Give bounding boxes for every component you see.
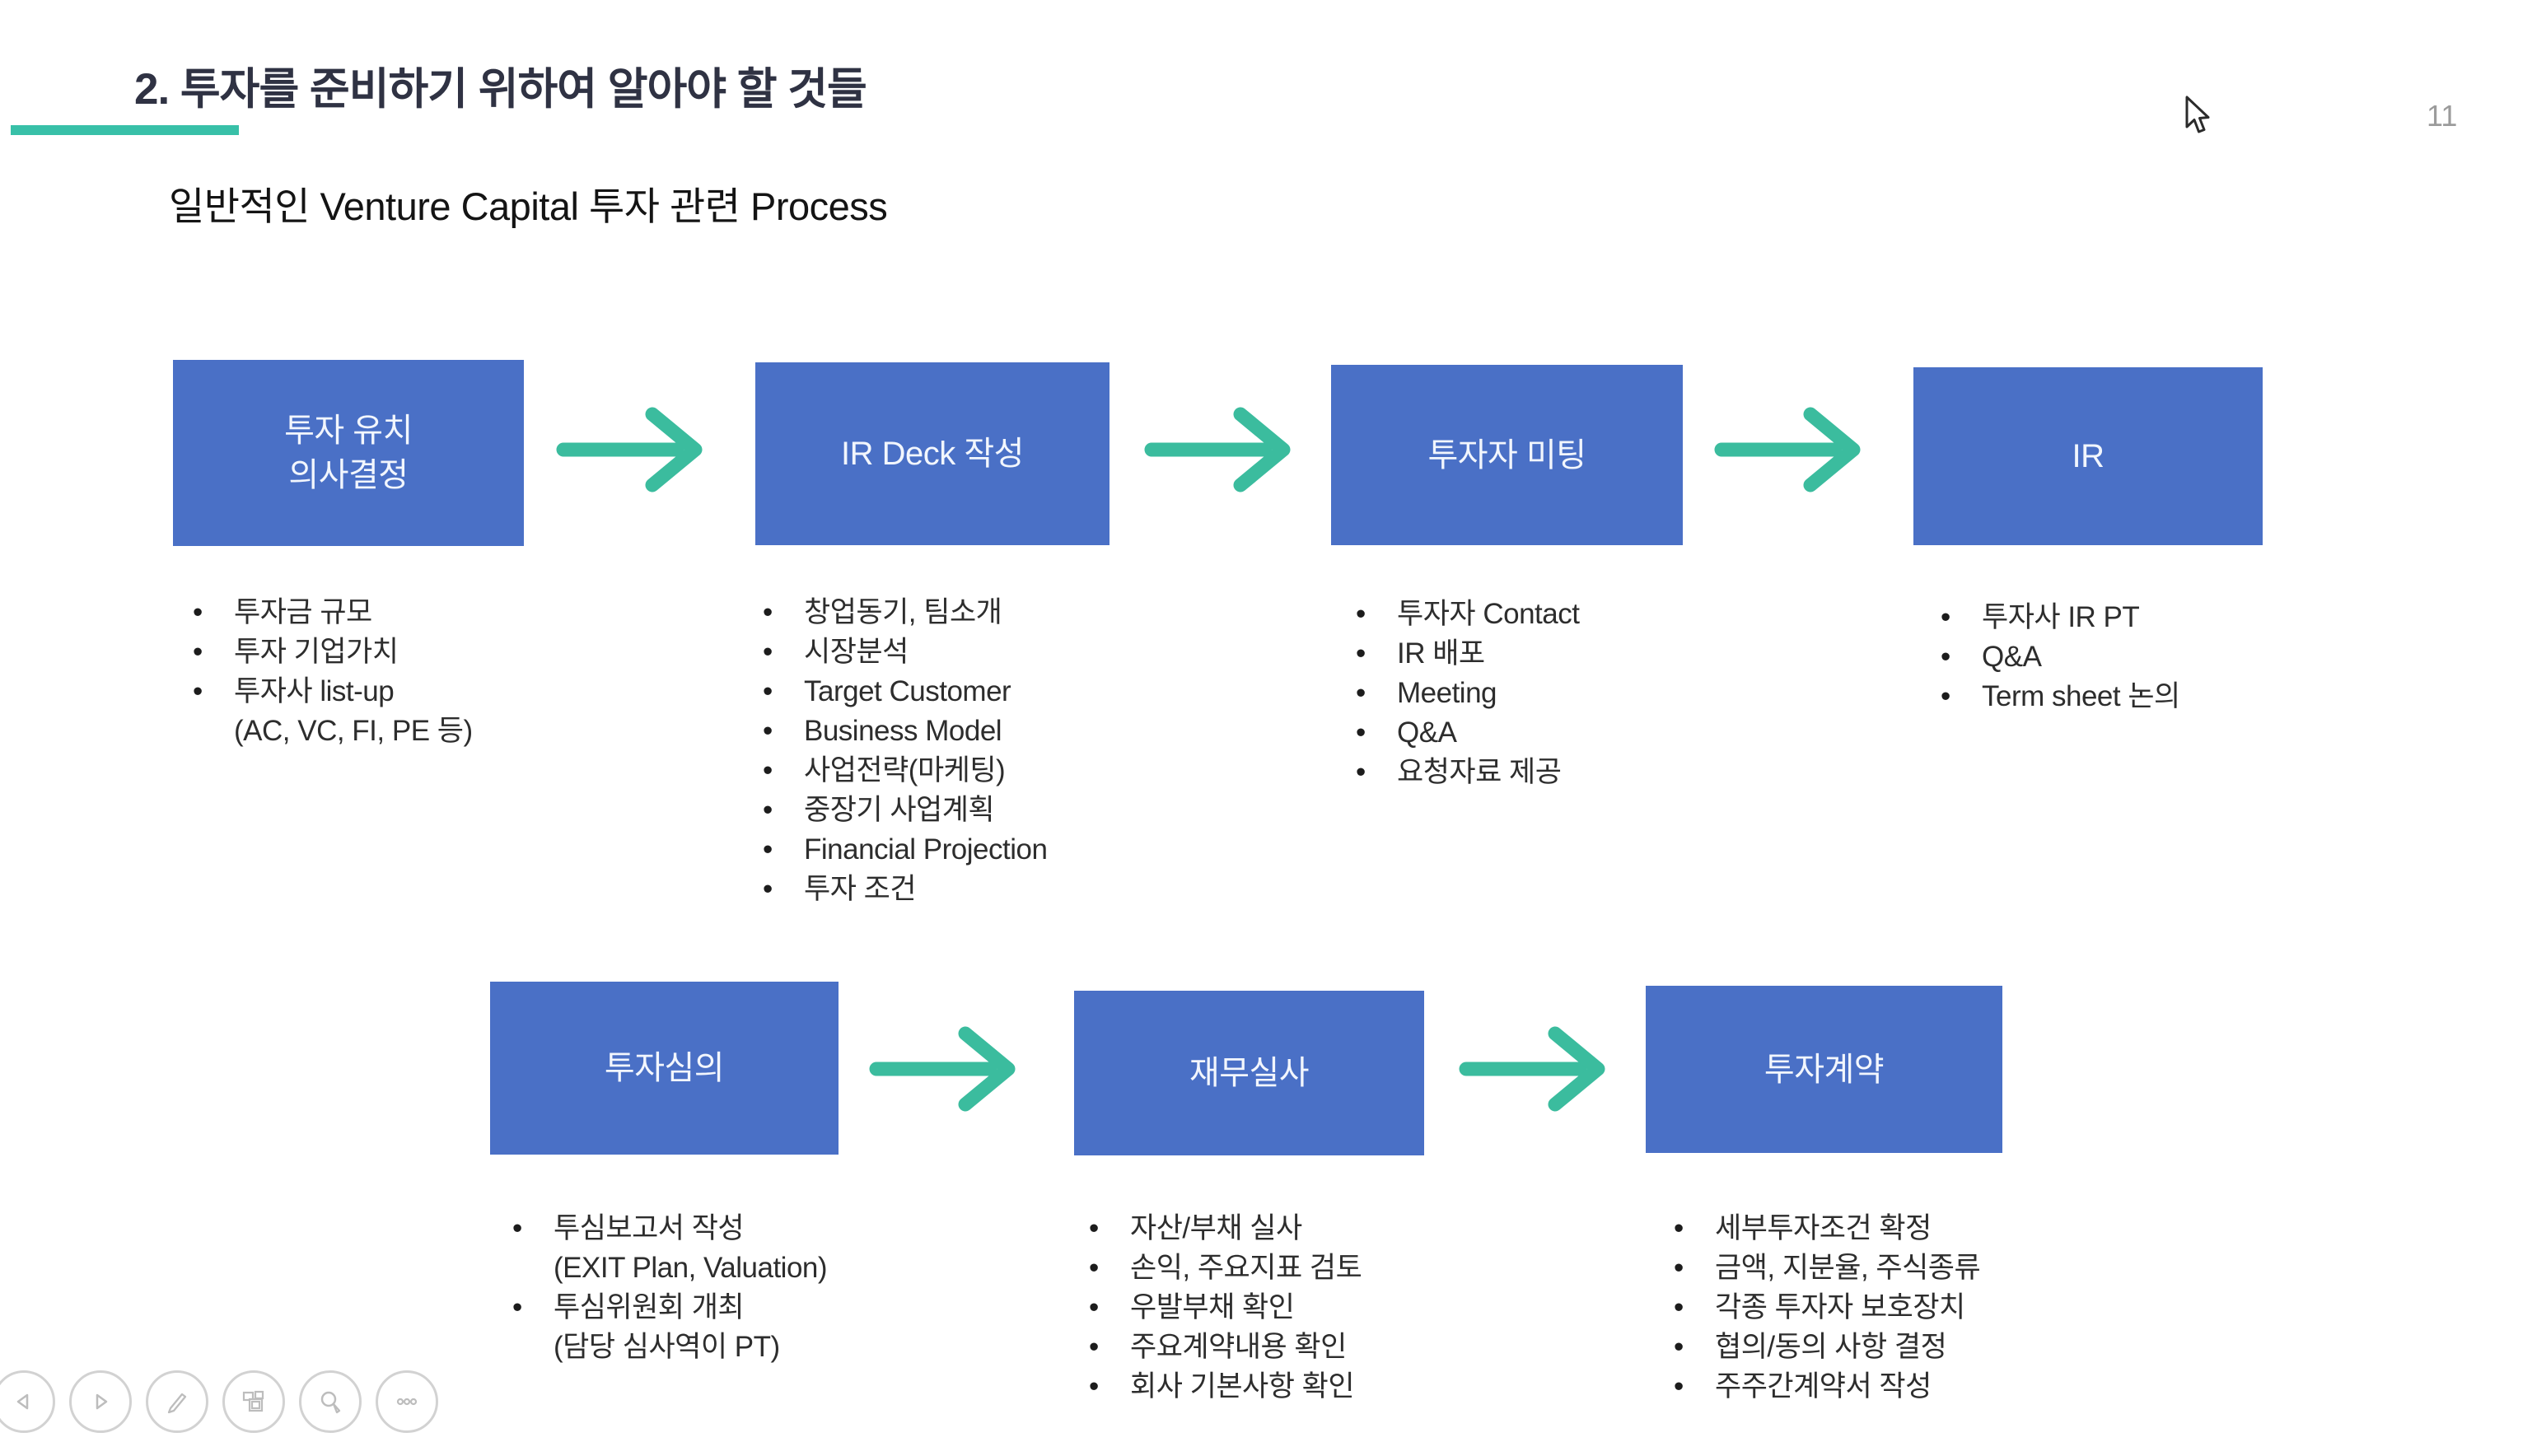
bullet-item: 세부투자조건 확정 [1669,1209,1980,1248]
bullet-item: 각종 투자자 보호장치 [1669,1288,1980,1328]
bullet-item: (담당 심사역이 PT) [554,1331,780,1363]
bullet-item: 협의/동의 사항 결정 [1669,1328,1980,1367]
flow-arrow-icon [1144,407,1291,492]
bullet-item: Financial Projection [758,830,1048,870]
ellipsis-icon [392,1387,422,1416]
previous-icon [9,1387,39,1416]
process-box-ir: IR [1913,367,2263,545]
pen-icon [162,1387,192,1416]
bullet-item: 손익, 주요지표 검토 [1084,1248,1362,1288]
bullet-item: 우발부채 확인 [1084,1288,1362,1328]
bullet-item: 투자 기업가치 [188,632,473,672]
next-slide-button[interactable] [69,1370,132,1433]
bullet-item: IR 배포 [1351,634,1579,674]
page-title: 2. 투자를 준비하기 위하여 알아야 할 것들 [134,65,867,114]
bullet-list-ir: 투자사 IR PTQ&ATerm sheet 논의 [1936,598,2180,716]
more-options-button[interactable] [376,1370,438,1433]
bullet-list-investor-meeting: 투자자 ContactIR 배포MeetingQ&A요청자료 제공 [1351,595,1580,792]
bullet-item: 투자 조건 [758,870,1047,909]
bullet-list-ir-deck: 창업동기, 팀소개시장분석Target CustomerBusiness Mod… [758,593,1048,909]
flow-arrow-icon [1459,1026,1605,1112]
slide-subtitle: 일반적인 Venture Capital 투자 관련 Process [169,184,888,228]
bullet-list-investment-review: 투심보고서 작성 (EXIT Plan, Valuation) 투심위원회 개최(담… [507,1209,828,1367]
slide-number: 11 [2427,99,2458,133]
bullet-item: 투자사 IR PT [1936,598,2180,637]
bullet-item: 투심보고서 작성 [507,1209,827,1248]
bullet-item: 창업동기, 팀소개 [758,593,1047,632]
bullet-item: Q&A [1351,713,1579,753]
bullet-item: 요청자료 제공 [1351,753,1579,792]
bullet-item: (AC, VC, FI, PE 등) [234,715,473,747]
bullet-item: 중장기 사업계획 [758,791,1047,830]
all-slides-button[interactable] [222,1370,285,1433]
title-underline [11,125,239,135]
bullet-item: Meeting [1351,674,1579,713]
process-box-ir-deck: IR Deck 작성 [755,362,1109,545]
pen-tools-button[interactable] [146,1370,208,1433]
process-box-due-diligence: 재무실사 [1074,991,1424,1155]
flow-arrow-icon [869,1026,1016,1112]
previous-slide-button[interactable] [0,1370,55,1433]
magnifier-icon [315,1387,345,1416]
process-box-investor-meeting: 투자자 미팅 [1331,365,1683,545]
bullet-list-investment-decision: 투자금 규모투자 기업가치투자사 list-up(AC, VC, FI, PE … [188,593,473,751]
bullet-item: 금액, 지분율, 주식종류 [1669,1248,1981,1288]
bullet-item: 회사 기본사항 확인 [1084,1367,1362,1407]
bullet-item: Target Customer [758,672,1047,712]
bullet-item: Business Model [758,712,1047,751]
process-box-investment-decision: 투자 유치 의사결정 [173,360,524,546]
bullet-item: 투자금 규모 [188,593,473,632]
bullet-item: 주요계약내용 확인 [1084,1328,1362,1367]
slides-grid-icon [239,1387,269,1416]
zoom-slide-button[interactable] [299,1370,362,1433]
bullet-item: 시장분석 [758,632,1047,672]
bullet-list-investment-contract: 세부투자조건 확정금액, 지분율, 주식종류각종 투자자 보호장치협의/동의 사… [1669,1209,1981,1407]
bullet-item: Q&A [1936,637,2180,677]
bullet-item: 주주간계약서 작성 [1669,1367,1980,1407]
flow-arrow-icon [556,407,703,492]
bullet-list-due-diligence: 자산/부채 실사손익, 주요지표 검토우발부채 확인주요계약내용 확인회사 기본… [1084,1209,1362,1407]
mouse-cursor-icon [2185,96,2210,133]
bullet-item: 자산/부채 실사 [1084,1209,1362,1248]
process-box-investment-contract: 투자계약 [1646,986,2002,1153]
bullet-item: 사업전략(마케팅) [758,751,1047,791]
next-icon [86,1387,115,1416]
bullet-item: 투심위원회 개최 [507,1288,827,1328]
bullet-item: Term sheet 논의 [1936,677,2180,716]
process-box-investment-review: 투자심의 [490,982,839,1155]
bullet-item: 투자사 list-up [188,672,473,712]
bullet-item: 투자자 Contact [1351,595,1580,634]
bullet-item: (EXIT Plan, Valuation) [554,1252,828,1284]
flow-arrow-icon [1714,407,1861,492]
